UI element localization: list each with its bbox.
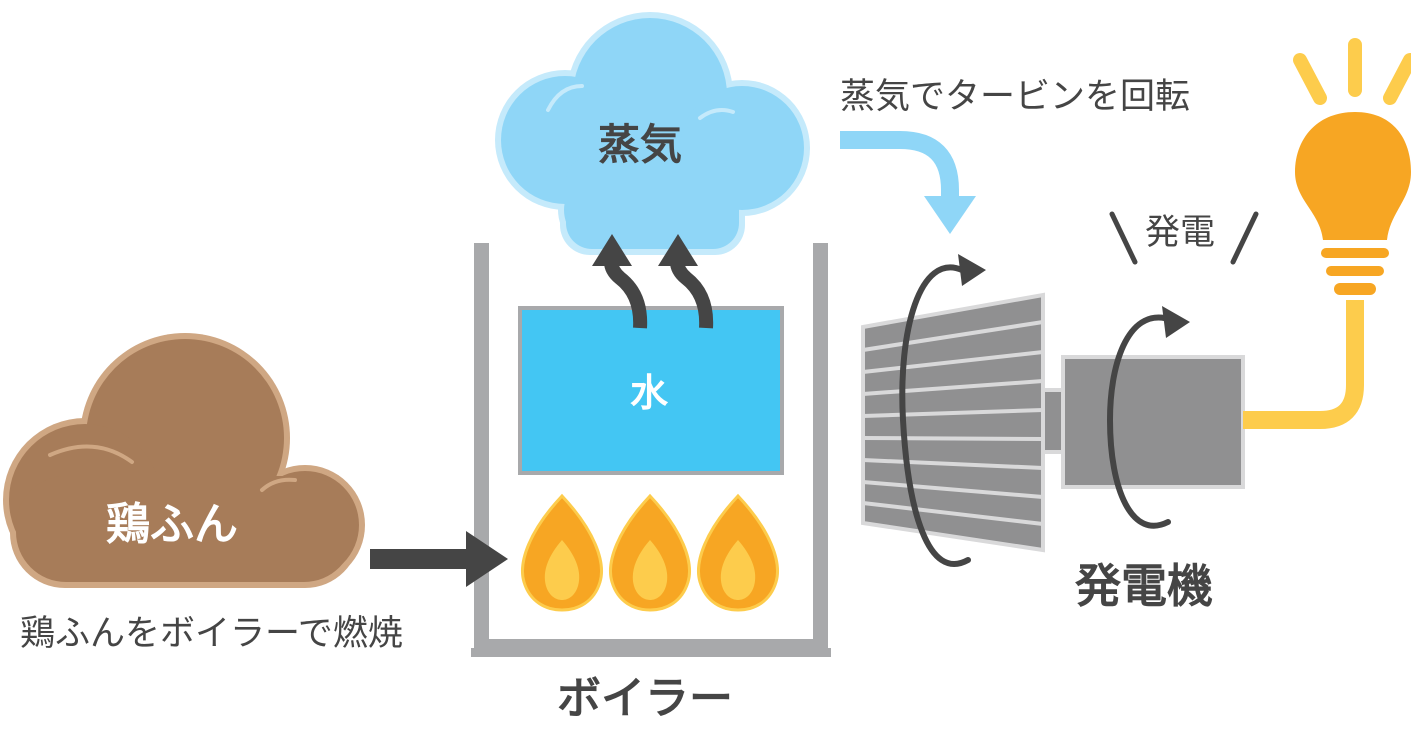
steam-rising-arrows bbox=[592, 234, 714, 329]
light-bulb-icon bbox=[1293, 38, 1411, 295]
boiler-label: ボイラー bbox=[557, 673, 733, 724]
generator-rotation-arrow bbox=[1106, 306, 1190, 529]
burn-caption: 鶏ふんをボイラーで燃焼 bbox=[20, 614, 403, 654]
generator-label: 発電機 bbox=[1075, 559, 1213, 613]
water-label: 水 bbox=[630, 371, 669, 415]
flame-icon bbox=[697, 493, 779, 612]
feed-arrow bbox=[370, 531, 508, 587]
manure-label: 鶏ふん bbox=[106, 499, 238, 550]
turbine-rotation-arrow bbox=[899, 254, 986, 567]
turbine-icon bbox=[861, 292, 1069, 553]
flame-icon bbox=[609, 493, 691, 612]
steam-flow-arrow bbox=[840, 131, 976, 234]
steam-cloud-icon bbox=[495, 12, 810, 255]
power-wire bbox=[1243, 300, 1364, 429]
manure-cloud-icon bbox=[3, 333, 365, 588]
generation-label: 発電 bbox=[1145, 213, 1216, 253]
flames bbox=[521, 493, 779, 612]
water-tank bbox=[518, 306, 784, 475]
turbine-caption: 蒸気でタービンを回転 bbox=[840, 77, 1191, 117]
steam-label: 蒸気 bbox=[598, 120, 683, 169]
flame-icon bbox=[521, 493, 603, 612]
boiler-icon bbox=[470, 243, 832, 657]
generator-icon bbox=[1061, 355, 1245, 489]
generation-marks bbox=[1109, 211, 1259, 265]
